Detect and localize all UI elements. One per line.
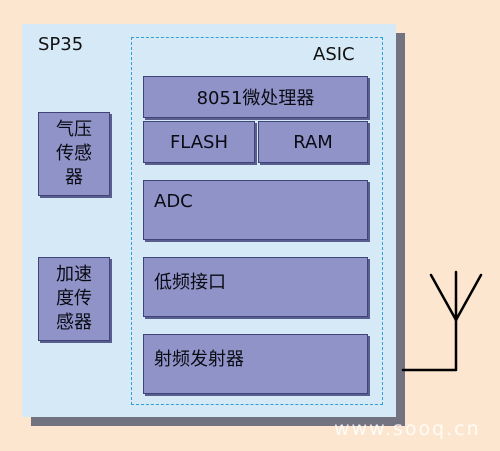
rf-transmitter-block: 射频发射器	[143, 334, 368, 394]
lf-interface-block: 低频接口	[143, 257, 368, 317]
cpu-block: 8051微处理器	[143, 76, 368, 118]
flash-block: FLASH	[143, 121, 255, 163]
chip-label: SP35	[38, 34, 84, 55]
adc-block: ADC	[143, 180, 368, 240]
watermark: www.sooq.cn	[334, 418, 481, 440]
ram-block: RAM	[258, 121, 368, 163]
pressure-sensor-block: 气压传感器	[38, 112, 110, 196]
accelerometer-block: 加速度传感器	[38, 257, 110, 341]
asic-label: ASIC	[313, 44, 355, 65]
asic-boundary	[131, 37, 383, 405]
